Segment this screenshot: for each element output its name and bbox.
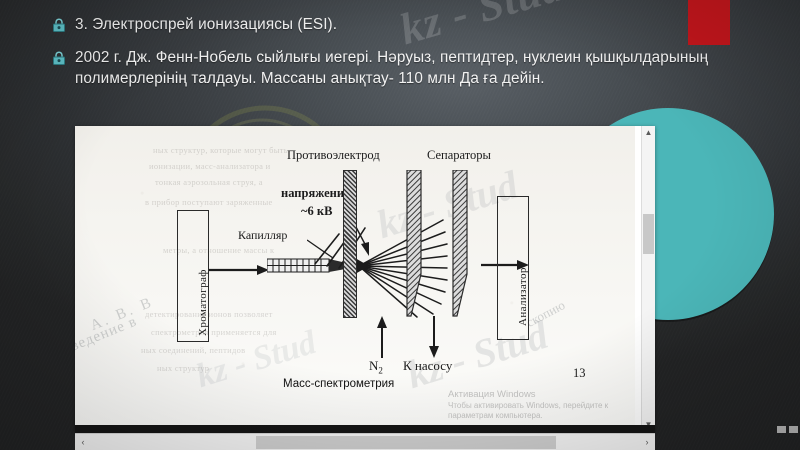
nitrogen-arrow-icon	[377, 316, 387, 358]
figure-caption: Масс-спектрометрия	[283, 378, 395, 390]
viewer-toolbar-strip	[75, 425, 655, 433]
maximize-button[interactable]	[789, 426, 798, 433]
viewer-mini-buttons[interactable]	[777, 426, 798, 433]
nitrogen-subscript: 2	[378, 365, 383, 376]
site-watermark-doc-2: kz - Stud	[401, 311, 553, 398]
ghost-text-line: ионизации, масс-анализатора и	[149, 161, 271, 171]
chromatograph-label: Хроматограф	[197, 269, 209, 336]
nitrogen-symbol: N	[369, 358, 379, 373]
separator-plate-1	[406, 170, 422, 317]
scroll-up-button[interactable]: ▲	[644, 128, 653, 137]
analyzer-label: Анализатор	[517, 267, 529, 326]
chromatograph-box	[177, 210, 209, 342]
ghost-text-line: тонкая аэрозольная струя, а	[155, 177, 263, 187]
ghost-text-line: ных структур, которые могут быть	[153, 145, 288, 155]
pump-arrow-icon	[429, 316, 439, 358]
vertical-scroll-thumb[interactable]	[643, 214, 654, 254]
inlet-arrow-icon	[209, 265, 269, 275]
separator-plate-2	[452, 170, 468, 317]
horizontal-scroll-track[interactable]	[91, 435, 639, 450]
bullet-text: 2002 г. Дж. Фенн-Нобель сыйлығы иегері. …	[75, 48, 709, 88]
bullet-text: 3. Электроспрей ионизациясы (ESI).	[75, 16, 338, 33]
voltage-label-line2: ~6 кВ	[301, 204, 333, 218]
ghost-text-line: в прибор поступают заряженные	[145, 197, 273, 207]
document-page: ных структур, которые могут быть ионизац…	[75, 126, 635, 431]
document-viewer[interactable]: ных структур, которые могут быть ионизац…	[75, 126, 655, 431]
list-item: 2002 г. Дж. Фенн-Нобель сыйлығы иегері. …	[52, 47, 752, 90]
scroll-left-button[interactable]: ‹	[81, 437, 85, 447]
analyzer-box	[497, 196, 529, 340]
minimize-button[interactable]	[777, 426, 786, 433]
ghost-text-line: спектрометрия применяется для	[151, 327, 277, 337]
lock-icon	[53, 51, 65, 65]
horizontal-scrollbar[interactable]: ‹ ›	[75, 433, 655, 450]
to-pump-label: К насосу	[403, 358, 453, 373]
page-number: 13	[573, 366, 586, 380]
vertical-scrollbar[interactable]: ▲ ▼	[641, 126, 655, 431]
bullet-list: 3. Электроспрей ионизациясы (ESI). 2002 …	[52, 14, 752, 101]
nitrogen-label: N2	[369, 358, 383, 376]
horizontal-scroll-thumb[interactable]	[256, 436, 556, 449]
scroll-right-button[interactable]: ›	[645, 437, 649, 447]
capillary-label: Капилляр	[238, 228, 288, 242]
electrospray-cone	[357, 219, 448, 318]
analyzer-inlet-arrow-icon	[481, 260, 529, 270]
voltage-label-line1: напряжение	[281, 186, 350, 200]
capillary-leader-line	[307, 239, 334, 259]
separators-label: Сепараторы	[427, 148, 491, 162]
lock-icon	[53, 18, 65, 32]
scroll-down-button[interactable]: ▼	[642, 418, 655, 431]
list-item: 3. Электроспрей ионизациясы (ESI).	[52, 14, 752, 36]
counter-electrode-plate	[343, 170, 357, 318]
counter-electrode-label: Противоэлектрод	[287, 148, 380, 162]
red-accent-rectangle	[688, 0, 730, 45]
